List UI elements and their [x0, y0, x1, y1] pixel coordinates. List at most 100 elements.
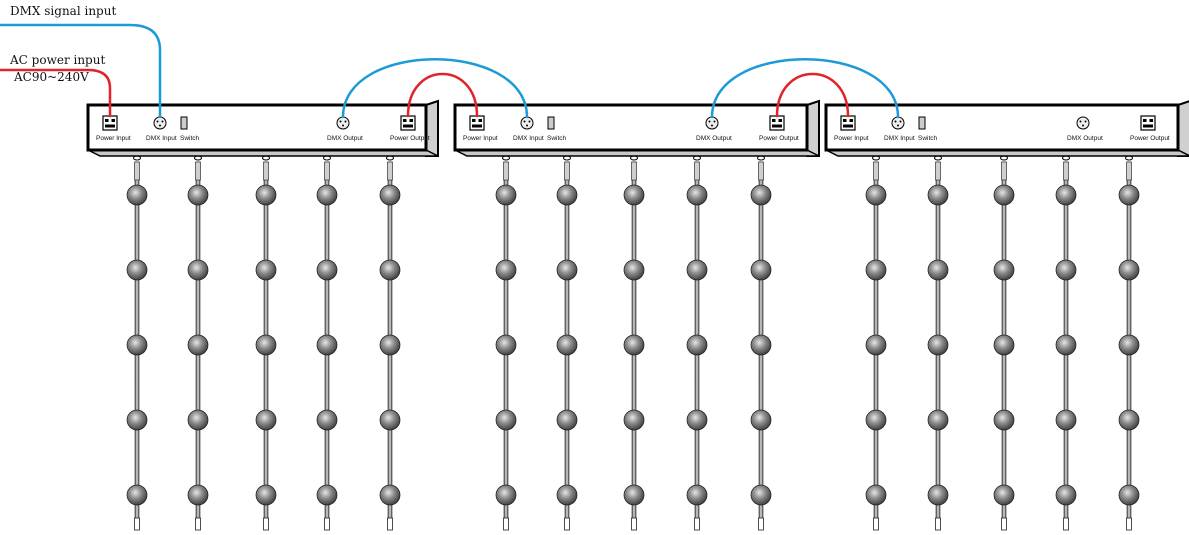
led-strand: [927, 155, 949, 531]
led-strand: [255, 155, 277, 531]
led-ball-strands: [126, 155, 1140, 531]
strand-end-cap: [564, 517, 570, 531]
power-output-label: Power Output: [390, 135, 430, 142]
led-ball: [686, 409, 708, 431]
strand-end-cap: [387, 517, 393, 531]
strand-top-connector: [1126, 161, 1132, 181]
led-ball: [316, 184, 338, 206]
dmx-output-connector: [705, 116, 719, 130]
led-ball: [187, 484, 209, 506]
strand-end-cap: [758, 517, 764, 531]
led-ball: [927, 334, 949, 356]
power-input-label: Power Input: [96, 135, 131, 142]
led-ball: [495, 259, 517, 281]
power-output-socket: [1140, 115, 1156, 131]
dmx-output-label: DMX Output: [1067, 135, 1103, 142]
power-input-socket: [469, 115, 485, 131]
ac-power-input-label: AC power input: [9, 53, 105, 67]
ac-voltage-range-label: AC90~240V: [13, 70, 89, 84]
strand-top-connector: [324, 161, 330, 181]
led-ball: [865, 334, 887, 356]
led-ball: [686, 334, 708, 356]
switch-toggle: [547, 116, 555, 130]
led-ball: [379, 259, 401, 281]
led-ball: [495, 184, 517, 206]
led-ball: [1118, 184, 1140, 206]
led-ball: [865, 184, 887, 206]
led-ball: [1118, 484, 1140, 506]
strand-top-connector: [564, 161, 570, 181]
dmx-signal-input-label: DMX signal input: [10, 4, 116, 18]
switch-toggle: [180, 116, 188, 130]
box-front-face: [824, 103, 1180, 152]
dmx-output-label: DMX Output: [327, 135, 363, 142]
strand-top-connector: [873, 161, 879, 181]
strand-top-connector: [195, 161, 201, 181]
led-strand: [379, 155, 401, 531]
led-ball: [1055, 409, 1077, 431]
led-ball: [187, 334, 209, 356]
strand-end-cap: [935, 517, 941, 531]
led-ball: [187, 409, 209, 431]
strand-end-cap: [134, 517, 140, 531]
dmx-input-connector: [153, 116, 167, 130]
led-strand: [993, 155, 1015, 531]
led-ball: [495, 334, 517, 356]
led-strand: [1118, 155, 1140, 531]
cables: [0, 23, 900, 119]
led-ball: [126, 409, 148, 431]
box-side-face: [1177, 100, 1189, 157]
box-front-face: [86, 103, 428, 152]
strand-end-cap: [324, 517, 330, 531]
strand-end-cap: [1001, 517, 1007, 531]
led-ball: [255, 484, 277, 506]
switch-toggle: [918, 116, 926, 130]
led-strand: [865, 155, 887, 531]
strand-top-connector: [935, 161, 941, 181]
led-ball: [993, 484, 1015, 506]
strand-top-connector: [263, 161, 269, 181]
led-ball: [1055, 184, 1077, 206]
dmx-signal-cable: [0, 23, 162, 119]
led-ball: [316, 259, 338, 281]
led-ball: [187, 184, 209, 206]
power-input-label: Power Input: [834, 135, 869, 142]
led-ball: [993, 409, 1015, 431]
strand-end-cap: [694, 517, 700, 531]
led-ball: [750, 409, 772, 431]
led-strand: [126, 155, 148, 531]
led-ball: [379, 484, 401, 506]
led-ball: [126, 259, 148, 281]
led-ball: [993, 259, 1015, 281]
led-strand: [623, 155, 645, 531]
led-strand: [686, 155, 708, 531]
led-ball: [623, 484, 645, 506]
led-ball: [750, 334, 772, 356]
strand-top-connector: [1001, 161, 1007, 181]
led-ball: [993, 184, 1015, 206]
led-ball: [255, 259, 277, 281]
box-side-face: [425, 99, 439, 157]
power-input-socket: [840, 115, 856, 131]
led-ball: [1055, 334, 1077, 356]
led-ball: [686, 484, 708, 506]
led-ball: [126, 484, 148, 506]
led-strand: [316, 155, 338, 531]
led-ball: [750, 184, 772, 206]
led-ball: [623, 334, 645, 356]
led-ball: [865, 259, 887, 281]
dmx-output-connector: [336, 116, 350, 130]
led-ball: [623, 184, 645, 206]
led-ball: [686, 184, 708, 206]
led-ball: [623, 409, 645, 431]
led-ball: [255, 409, 277, 431]
led-ball: [556, 334, 578, 356]
led-ball: [556, 409, 578, 431]
led-ball: [927, 409, 949, 431]
led-strand: [495, 155, 517, 531]
led-ball: [316, 409, 338, 431]
strand-top-connector: [503, 161, 509, 181]
